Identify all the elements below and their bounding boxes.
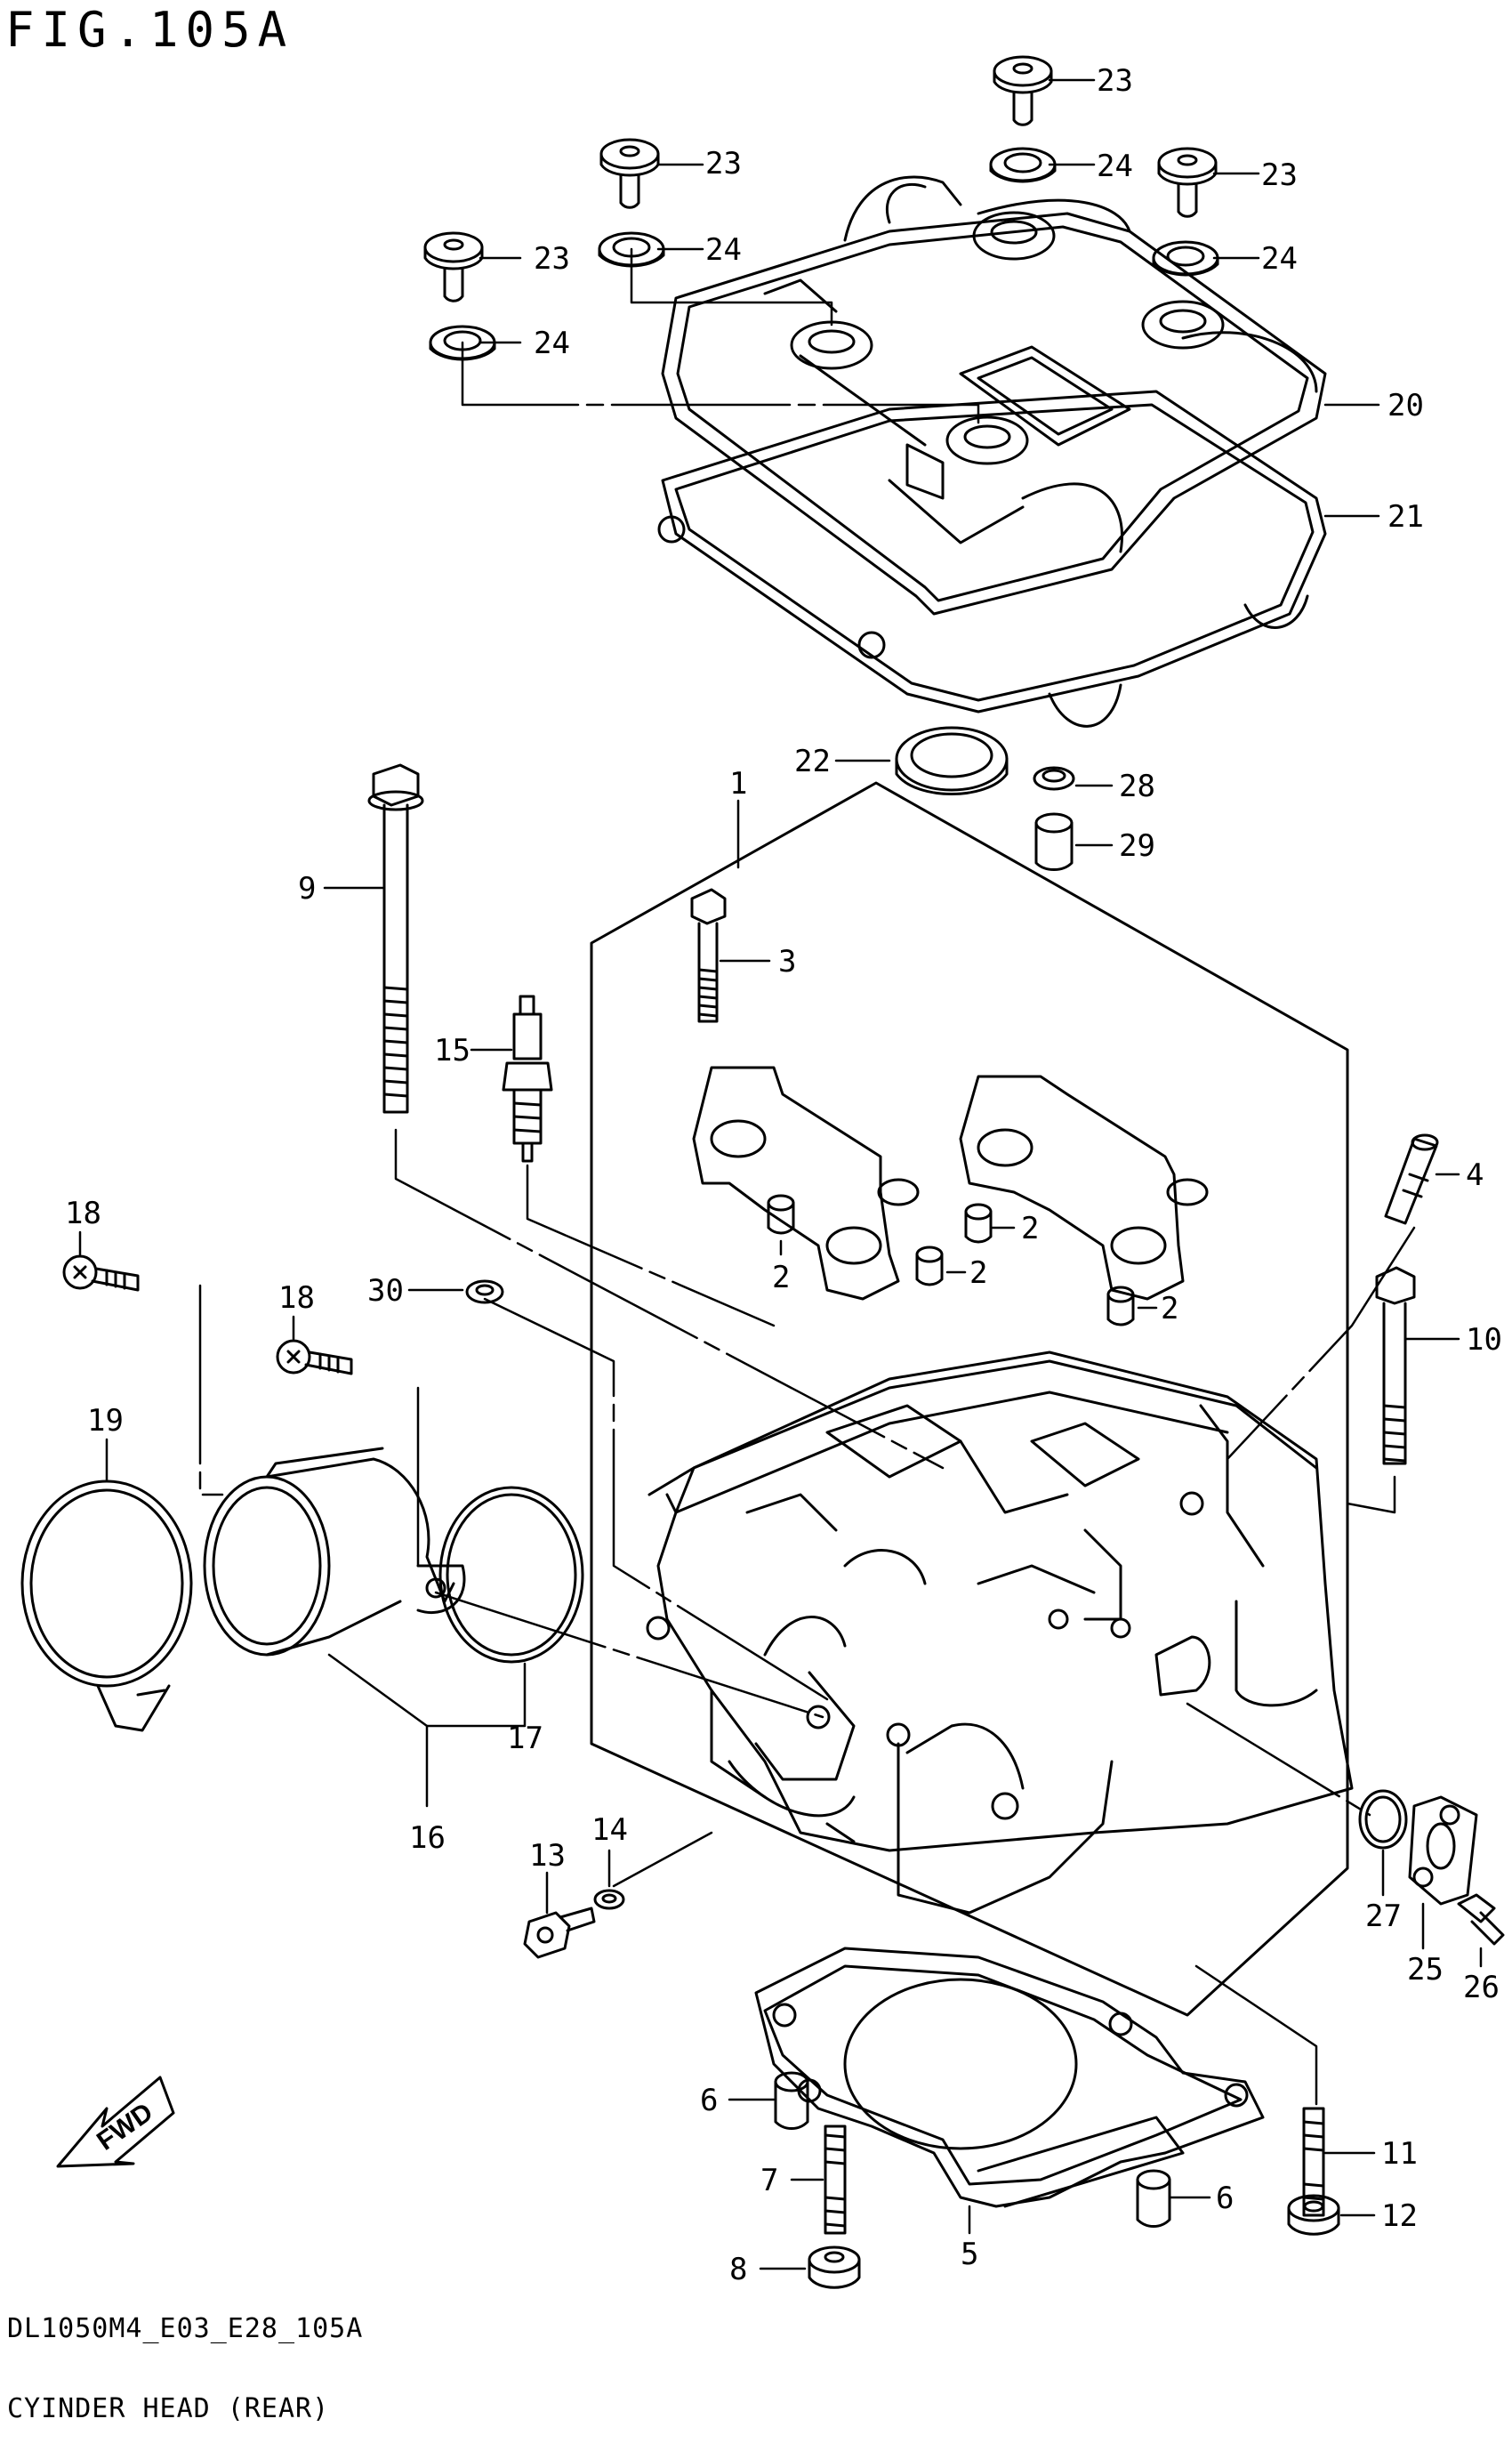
cylinder-gasket-5 — [754, 1947, 1265, 2208]
nut-12 — [1287, 2194, 1340, 2236]
callout-14: 14 — [591, 1812, 628, 1848]
o-ring-17 — [438, 1486, 584, 1664]
screw-23-b — [599, 138, 660, 209]
figure-title: FIG.105A — [5, 2, 294, 58]
cover-bolt-holes — [790, 211, 1225, 465]
part-1-boundary — [590, 781, 1349, 2017]
screw-18a — [62, 1254, 140, 1292]
callout-23: 23 — [1097, 63, 1133, 99]
callout-18: 18 — [278, 1280, 315, 1316]
washer-24-b — [598, 231, 665, 268]
callout-23: 23 — [534, 241, 570, 277]
cylinder-head-bolt-9 — [367, 763, 424, 1114]
callout-25: 25 — [1407, 1952, 1444, 1987]
callout-29: 29 — [1119, 828, 1155, 864]
callout-11: 11 — [1381, 2136, 1418, 2172]
nut-8 — [808, 2245, 861, 2289]
callout-2: 2 — [1021, 1211, 1039, 1246]
callout-4: 4 — [1466, 1157, 1484, 1193]
bolt-10 — [1375, 1266, 1416, 1465]
screw-18b — [276, 1339, 353, 1375]
callout-2: 2 — [772, 1260, 790, 1295]
callout-2: 2 — [1161, 1291, 1178, 1326]
screw-23-c — [1157, 147, 1218, 218]
callout-10: 10 — [1466, 1322, 1502, 1358]
bolt-3 — [690, 888, 727, 1023]
dowel-29 — [1034, 812, 1074, 871]
callout-24: 24 — [1261, 241, 1298, 277]
cylinder-head — [646, 1351, 1354, 1915]
hose-clamp-19 — [20, 1480, 193, 1732]
washer-24-c — [1152, 240, 1219, 277]
dowel-pins-2 — [767, 1194, 1135, 1326]
oring-28 — [1033, 766, 1075, 791]
intake-pipe — [203, 1447, 466, 1657]
camshaft-holder-right — [959, 1075, 1209, 1301]
callout-7: 7 — [760, 2163, 778, 2198]
callout-18: 18 — [65, 1196, 101, 1231]
forward-direction-arrow: FWD — [56, 2076, 175, 2168]
callout-20: 20 — [1387, 388, 1424, 423]
callout-12: 12 — [1381, 2198, 1418, 2234]
callout-24: 24 — [534, 326, 570, 361]
pin-4 — [1384, 1133, 1439, 1225]
callout-30: 30 — [367, 1273, 404, 1309]
callout-24: 24 — [705, 232, 742, 268]
bolt-26 — [1457, 1893, 1505, 1946]
dowel-6a — [774, 2071, 809, 2130]
washer-24-d — [429, 325, 496, 361]
diagram-code: DL1050M4_E03_E28_105A — [7, 2313, 364, 2344]
head-cover-gasket — [657, 390, 1327, 728]
plug-seal — [895, 726, 1009, 795]
leader-lines — [78, 78, 1483, 2270]
callout-13: 13 — [529, 1838, 566, 1874]
callout-17: 17 — [507, 1721, 543, 1756]
callout-27: 27 — [1365, 1899, 1402, 1934]
callout-19: 19 — [87, 1403, 124, 1439]
callout-21: 21 — [1387, 499, 1424, 535]
callout-5: 5 — [961, 2237, 978, 2272]
stud-11 — [1302, 2107, 1325, 2217]
washer-24-a — [989, 147, 1057, 183]
callout-1: 1 — [729, 766, 747, 802]
washer-14 — [593, 1889, 625, 1910]
callout-23: 23 — [1261, 157, 1298, 193]
callout-16: 16 — [409, 1820, 446, 1856]
cylinder-head-cover — [661, 175, 1327, 616]
callout-6: 6 — [700, 2083, 718, 2118]
callout-2: 2 — [969, 1255, 987, 1291]
callout-28: 28 — [1119, 769, 1155, 804]
callout-labels: 23 23 23 23 24 24 24 24 20 21 22 28 29 1… — [65, 63, 1502, 2287]
callout-22: 22 — [794, 744, 831, 779]
callout-9: 9 — [298, 871, 316, 907]
callout-8: 8 — [729, 2252, 747, 2287]
spark-plug-15 — [502, 995, 553, 1163]
screw-23-a — [993, 55, 1053, 126]
camshaft-holder-left — [692, 1066, 920, 1301]
callout-24: 24 — [1097, 149, 1133, 184]
stud-7 — [824, 2125, 847, 2235]
dowel-6b — [1136, 2169, 1171, 2228]
diagram-name: CYINDER HEAD (REAR) — [7, 2393, 330, 2424]
callout-6: 6 — [1216, 2181, 1234, 2216]
o-ring-27 — [1358, 1789, 1408, 1850]
cap-25 — [1408, 1795, 1478, 1906]
callout-23: 23 — [705, 146, 742, 181]
bolt-13 — [523, 1907, 596, 1959]
washer-30 — [465, 1279, 504, 1304]
callout-3: 3 — [778, 944, 796, 980]
callout-26: 26 — [1463, 1970, 1500, 2005]
screw-23-d — [423, 231, 484, 302]
callout-15: 15 — [434, 1033, 470, 1068]
